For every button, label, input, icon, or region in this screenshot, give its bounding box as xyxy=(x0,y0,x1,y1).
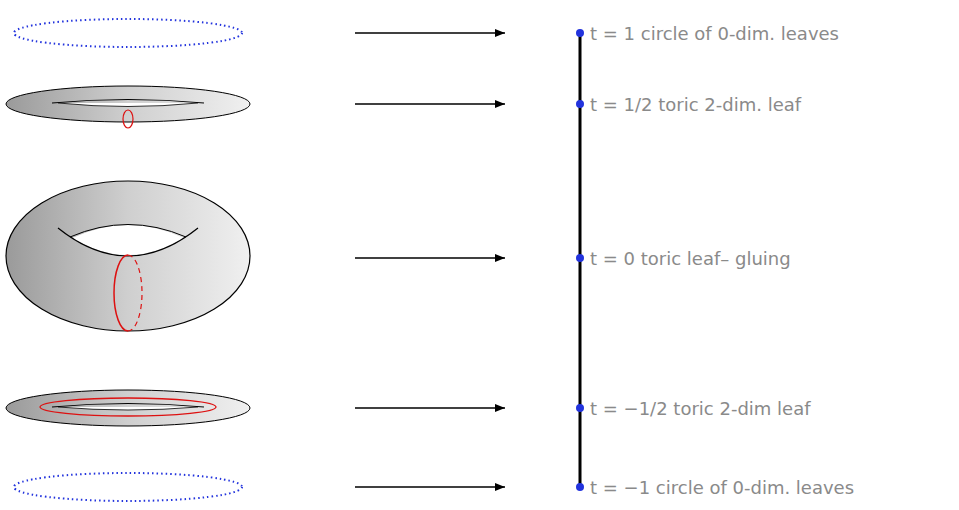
dotted-circle xyxy=(14,473,242,501)
level-label-holder: t = 0 toric leaf– gluing xyxy=(590,246,791,270)
level-label: t = 0 toric leaf– gluing xyxy=(590,248,791,269)
axis-dot xyxy=(576,29,584,491)
flat-torus xyxy=(6,390,250,426)
torus xyxy=(6,181,250,331)
level-label-holder: t = −1/2 toric 2-dim leaf xyxy=(590,396,811,420)
level-label-holder: t = 1/2 toric 2-dim. leaf xyxy=(590,92,801,116)
flat-torus xyxy=(6,86,250,128)
map-arrow xyxy=(355,33,505,487)
level-label-holder: t = −1 circle of 0-dim. leaves xyxy=(590,475,854,499)
level-label: t = −1 circle of 0-dim. leaves xyxy=(590,477,854,498)
level-label: t = 1 circle of 0-dim. leaves xyxy=(590,23,839,44)
level-label-holder: t = 1 circle of 0-dim. leaves xyxy=(590,21,839,45)
dotted-circle xyxy=(14,19,242,47)
level-label: t = 1/2 toric 2-dim. leaf xyxy=(590,94,801,115)
level-label: t = −1/2 toric 2-dim leaf xyxy=(590,398,811,419)
